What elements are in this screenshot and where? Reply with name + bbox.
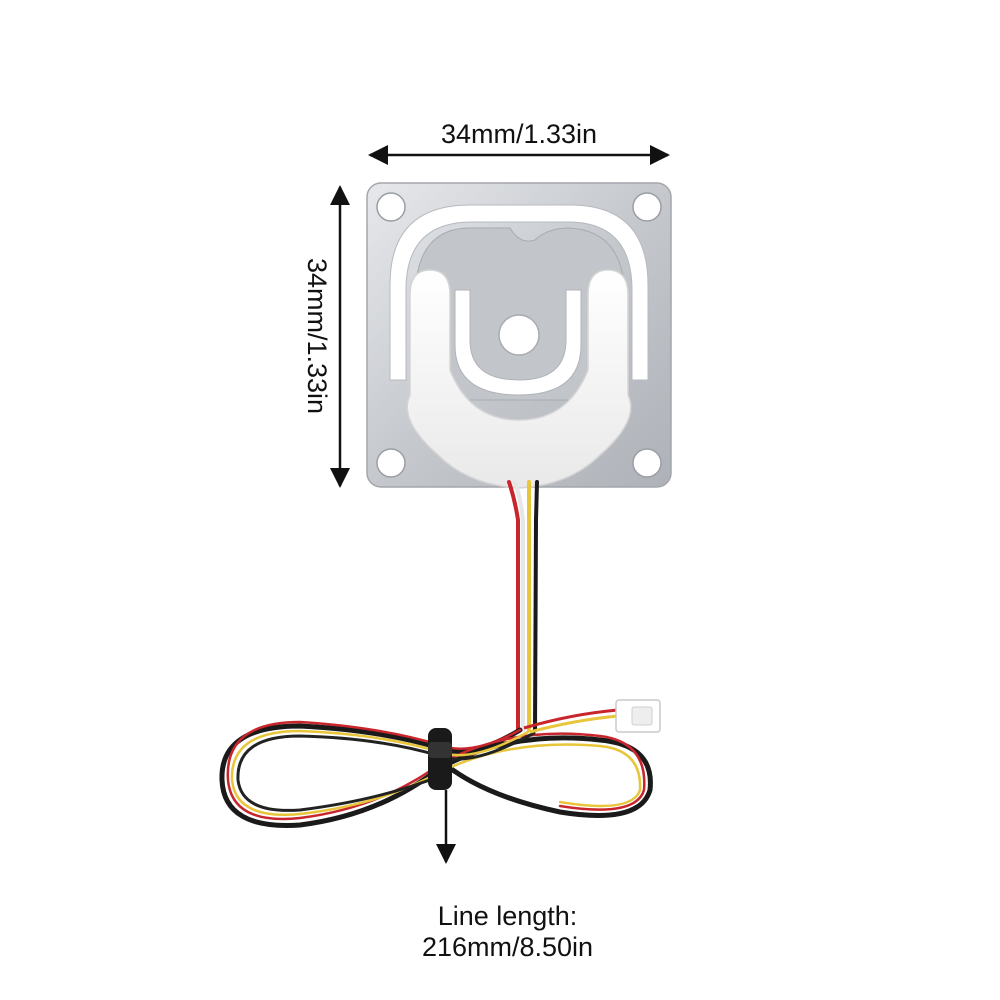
width-label: 34mm/1.33in xyxy=(441,119,597,149)
line-length-value: 216mm/8.50in xyxy=(421,932,594,962)
cable-tie xyxy=(428,728,452,790)
cable-tie-head xyxy=(428,742,452,758)
wire-black xyxy=(533,480,539,732)
line-length-prefix: Line length: xyxy=(437,901,578,931)
line-length-caption: Line length: 216mm/8.50in xyxy=(0,870,1000,962)
connector-lead-red xyxy=(523,708,619,730)
mount-hole-top-left xyxy=(376,192,406,222)
sensor-wires xyxy=(507,480,539,732)
outer-slot xyxy=(389,204,649,381)
height-label: 34mm/1.33in xyxy=(302,258,332,414)
wire-red xyxy=(507,480,520,732)
load-cell-sensor xyxy=(366,182,672,489)
coil-black-1 xyxy=(219,723,653,828)
connector-lead xyxy=(529,714,619,734)
connector-slot xyxy=(631,706,653,726)
wire-white xyxy=(513,480,525,732)
mount-hole-top-right xyxy=(632,192,662,222)
sensor-cover xyxy=(406,269,632,489)
jst-connector xyxy=(523,699,661,734)
width-dimension: 34mm/1.33in xyxy=(368,119,670,165)
mount-hole-bottom-left xyxy=(376,448,406,478)
inner-slot xyxy=(454,289,582,396)
coil-red xyxy=(226,720,646,821)
cable-coil xyxy=(219,720,653,828)
center-hole xyxy=(498,314,540,356)
coil-yellow xyxy=(230,729,642,816)
mount-hole-bottom-right xyxy=(632,448,662,478)
height-dimension: 34mm/1.33in xyxy=(302,185,350,488)
